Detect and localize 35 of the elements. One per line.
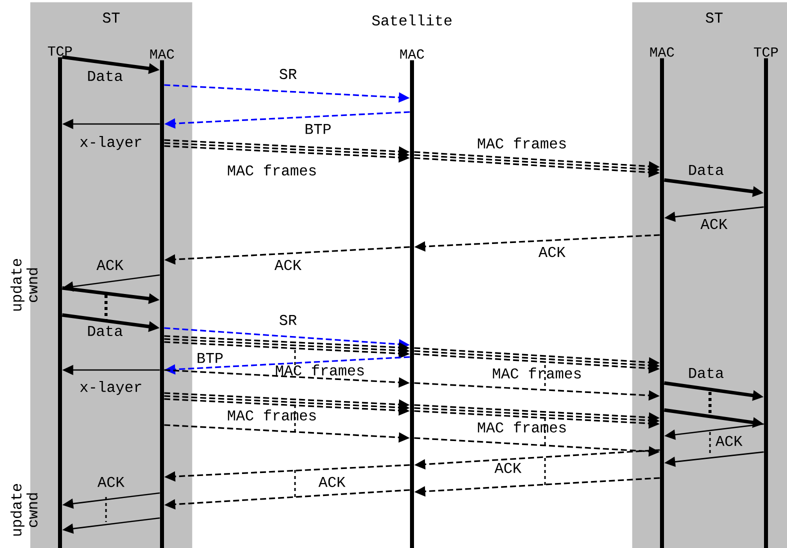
node-label: MAC — [400, 49, 424, 59]
edge-label: ACK — [318, 476, 346, 488]
edge-label: Data — [88, 326, 122, 336]
node-label: MAC — [150, 49, 174, 59]
edge-label: ACK — [538, 246, 566, 258]
edge-label: BTP — [306, 124, 331, 134]
edge-label: MAC frames — [228, 164, 316, 176]
edge-label: SR — [280, 68, 297, 80]
column-title: Satellite — [372, 14, 452, 26]
edge-label: ACK — [700, 218, 728, 230]
edge-label: Data — [88, 70, 122, 82]
edge-label: MAC frames — [228, 409, 316, 420]
edge-label: MAC frames — [276, 364, 364, 376]
edge-label: ACK — [274, 260, 302, 270]
edge-label: ACK — [716, 436, 742, 446]
edge-label: SR — [280, 314, 297, 326]
lifeline: MAC — [150, 49, 174, 548]
lifeline: MAC — [400, 49, 424, 548]
edge-label: ACK — [96, 260, 124, 270]
node-label: MAC — [650, 47, 674, 57]
edge-label: x-layer — [80, 381, 142, 395]
edge-label: MAC frames — [478, 421, 566, 432]
edge-label: BTP — [198, 353, 223, 363]
edge-label: Data — [689, 164, 724, 176]
lifeline: MAC — [650, 47, 674, 548]
edge-label: x-layer — [80, 136, 142, 150]
edge-label: MAC frames — [492, 367, 581, 378]
lifeline: TCP — [48, 46, 72, 548]
lifeline: TCP — [754, 47, 778, 548]
edge-label: Data — [689, 368, 724, 378]
node-label: TCP — [754, 47, 778, 57]
edge-label: ACK — [494, 462, 522, 474]
node-label: TCP — [48, 46, 72, 56]
edge-label: ACK — [98, 476, 124, 488]
edge-label: MAC frames — [478, 138, 566, 148]
